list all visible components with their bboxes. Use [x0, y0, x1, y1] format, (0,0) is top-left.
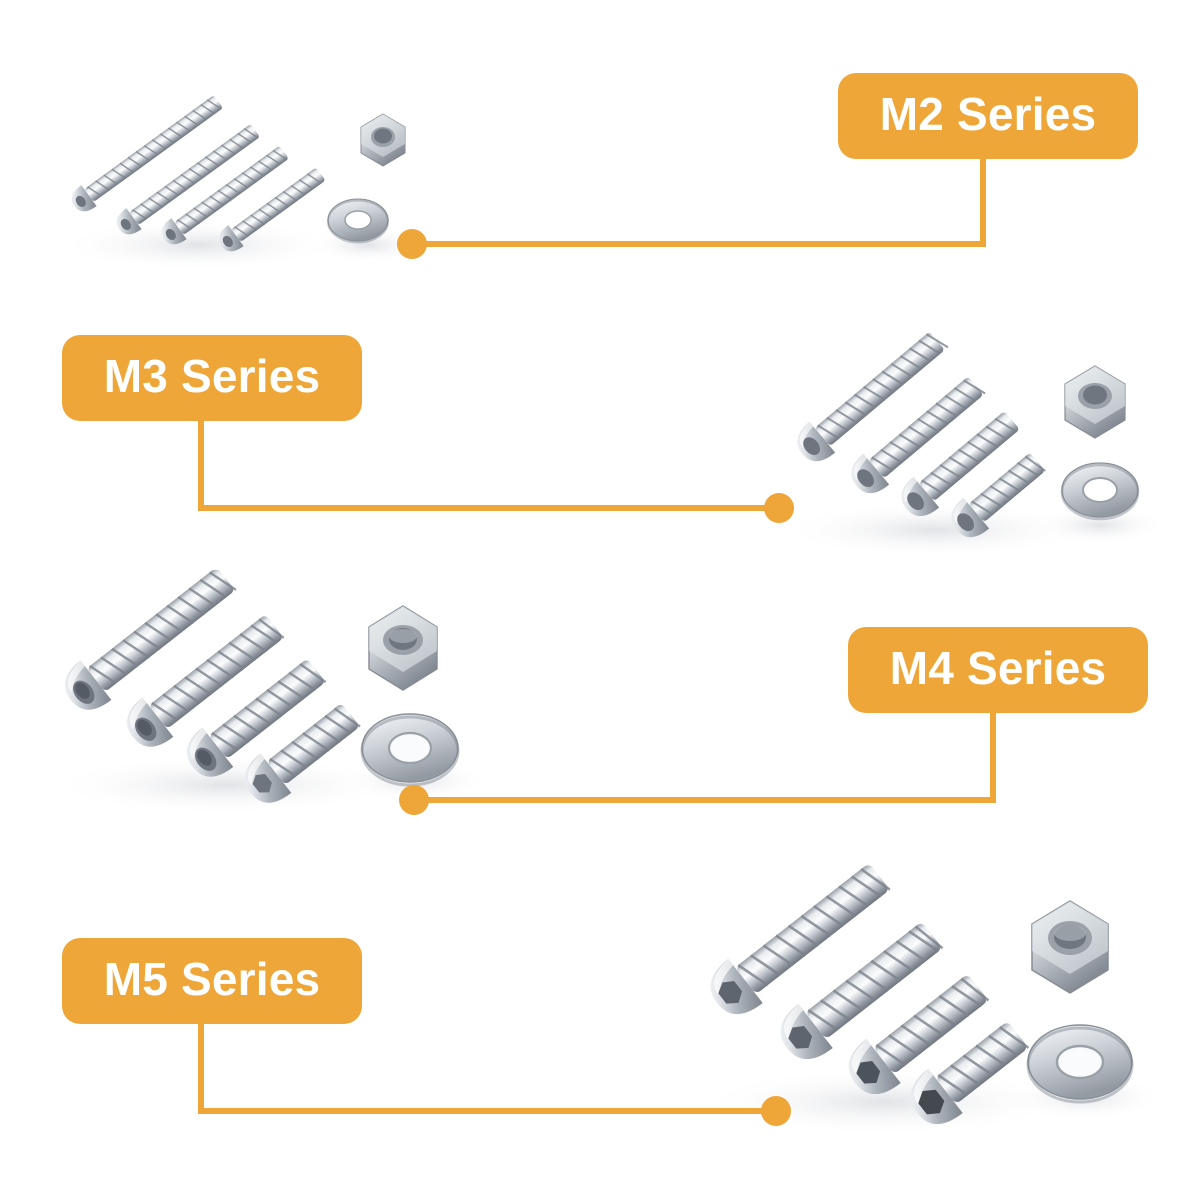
- connector-dot-m5: [761, 1096, 791, 1126]
- callout-label-m4: M4 Series: [889, 642, 1107, 694]
- connector-line-horizontal-m4: [426, 797, 996, 803]
- connector-line-horizontal-m3: [204, 505, 784, 511]
- connector-dot-m4: [399, 785, 429, 815]
- m4-parts-illustration: [50, 570, 487, 815]
- connector-line-vertical-m2: [980, 159, 986, 247]
- hardware-group-m2: [48, 55, 438, 275]
- callout-badge-m2[interactable]: M2 Series: [838, 73, 1138, 159]
- connector-line-vertical-m3: [198, 421, 204, 511]
- m2-parts-illustration: [58, 96, 428, 271]
- connector-line-vertical-m5: [198, 1024, 204, 1114]
- connector-line-horizontal-m5: [204, 1108, 782, 1114]
- callout-label-m2: M2 Series: [879, 88, 1097, 140]
- hardware-group-m5: [685, 862, 1165, 1142]
- connector-line-vertical-m4: [990, 713, 996, 803]
- hardware-group-m4: [35, 570, 495, 820]
- callout-badge-m3[interactable]: M3 Series: [62, 335, 362, 421]
- m5-parts-illustration: [700, 865, 1163, 1136]
- connector-line-horizontal-m2: [426, 241, 986, 247]
- callout-badge-m5[interactable]: M5 Series: [62, 938, 362, 1024]
- callout-label-m5: M5 Series: [103, 953, 321, 1005]
- callout-badge-m4[interactable]: M4 Series: [848, 627, 1148, 713]
- hardware-group-m3: [765, 330, 1165, 560]
- connector-dot-m3: [764, 493, 794, 523]
- connector-dot-m2: [397, 229, 427, 259]
- m3-parts-illustration: [780, 333, 1165, 558]
- callout-label-m3: M3 Series: [103, 350, 321, 402]
